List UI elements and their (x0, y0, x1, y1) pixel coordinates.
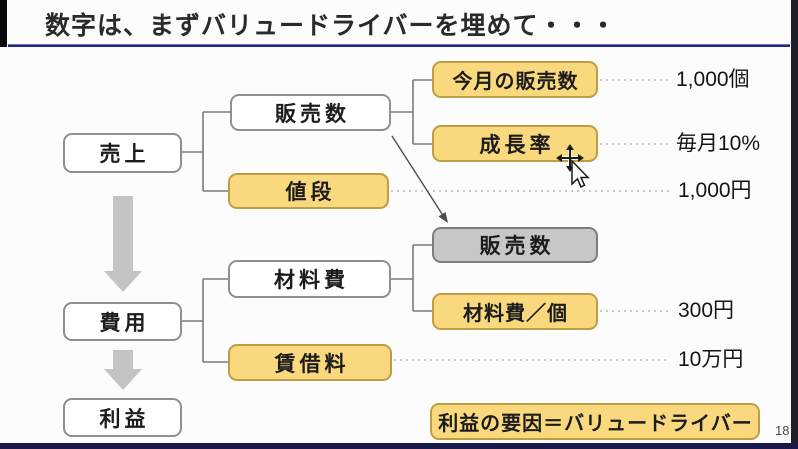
node-sales-volume-ref-label: 販売数 (479, 235, 555, 258)
frame-edge-left (0, 0, 7, 47)
node-rent-label: 賃借料 (274, 352, 350, 376)
node-material-cost-per-unit: 材料費／個 (432, 293, 598, 330)
node-rent: 賃借料 (228, 344, 392, 381)
node-profit: 利益 (63, 398, 182, 437)
value-monthly-sales: 1,000個 (676, 68, 750, 91)
node-material-cost-per-unit-label: 材料費／個 (463, 303, 568, 325)
value-material-cost-per-unit: 300円 (678, 299, 735, 322)
node-material-cost: 材料費 (228, 260, 391, 298)
value-growth-rate: 毎月10% (676, 132, 761, 155)
node-price: 値段 (228, 173, 389, 209)
node-expense: 費用 (63, 302, 182, 341)
slide-title: 数字は、まずバリュードライバーを埋めて・・・ (45, 12, 617, 40)
title-divider (8, 44, 790, 47)
node-revenue-label: 売上 (99, 143, 150, 166)
callout-value-driver: 利益の要因＝バリュードライバー (430, 403, 760, 440)
callout-value-driver-label: 利益の要因＝バリュードライバー (438, 413, 753, 435)
frame-edge-right (791, 0, 798, 449)
value-price: 1,000円 (678, 179, 752, 202)
node-material-cost-label: 材料費 (274, 269, 349, 292)
value-rent: 10万円 (678, 348, 744, 371)
node-revenue: 売上 (63, 133, 182, 173)
node-expense-label: 費用 (99, 311, 150, 335)
node-price-label: 値段 (285, 181, 336, 204)
node-sales-volume-ref: 販売数 (432, 227, 598, 263)
node-sales-volume: 販売数 (230, 94, 391, 131)
pointer-move-cursor-icon (556, 144, 590, 189)
node-monthly-sales-label: 今月の販売数 (452, 71, 579, 93)
node-sales-volume-label: 販売数 (275, 102, 350, 126)
node-monthly-sales: 今月の販売数 (432, 61, 598, 98)
frame-edge-bottom (0, 443, 798, 449)
page-number: 18 (775, 423, 790, 438)
node-growth-rate-label: 成長率 (479, 133, 555, 157)
node-profit-label: 利益 (99, 407, 150, 431)
